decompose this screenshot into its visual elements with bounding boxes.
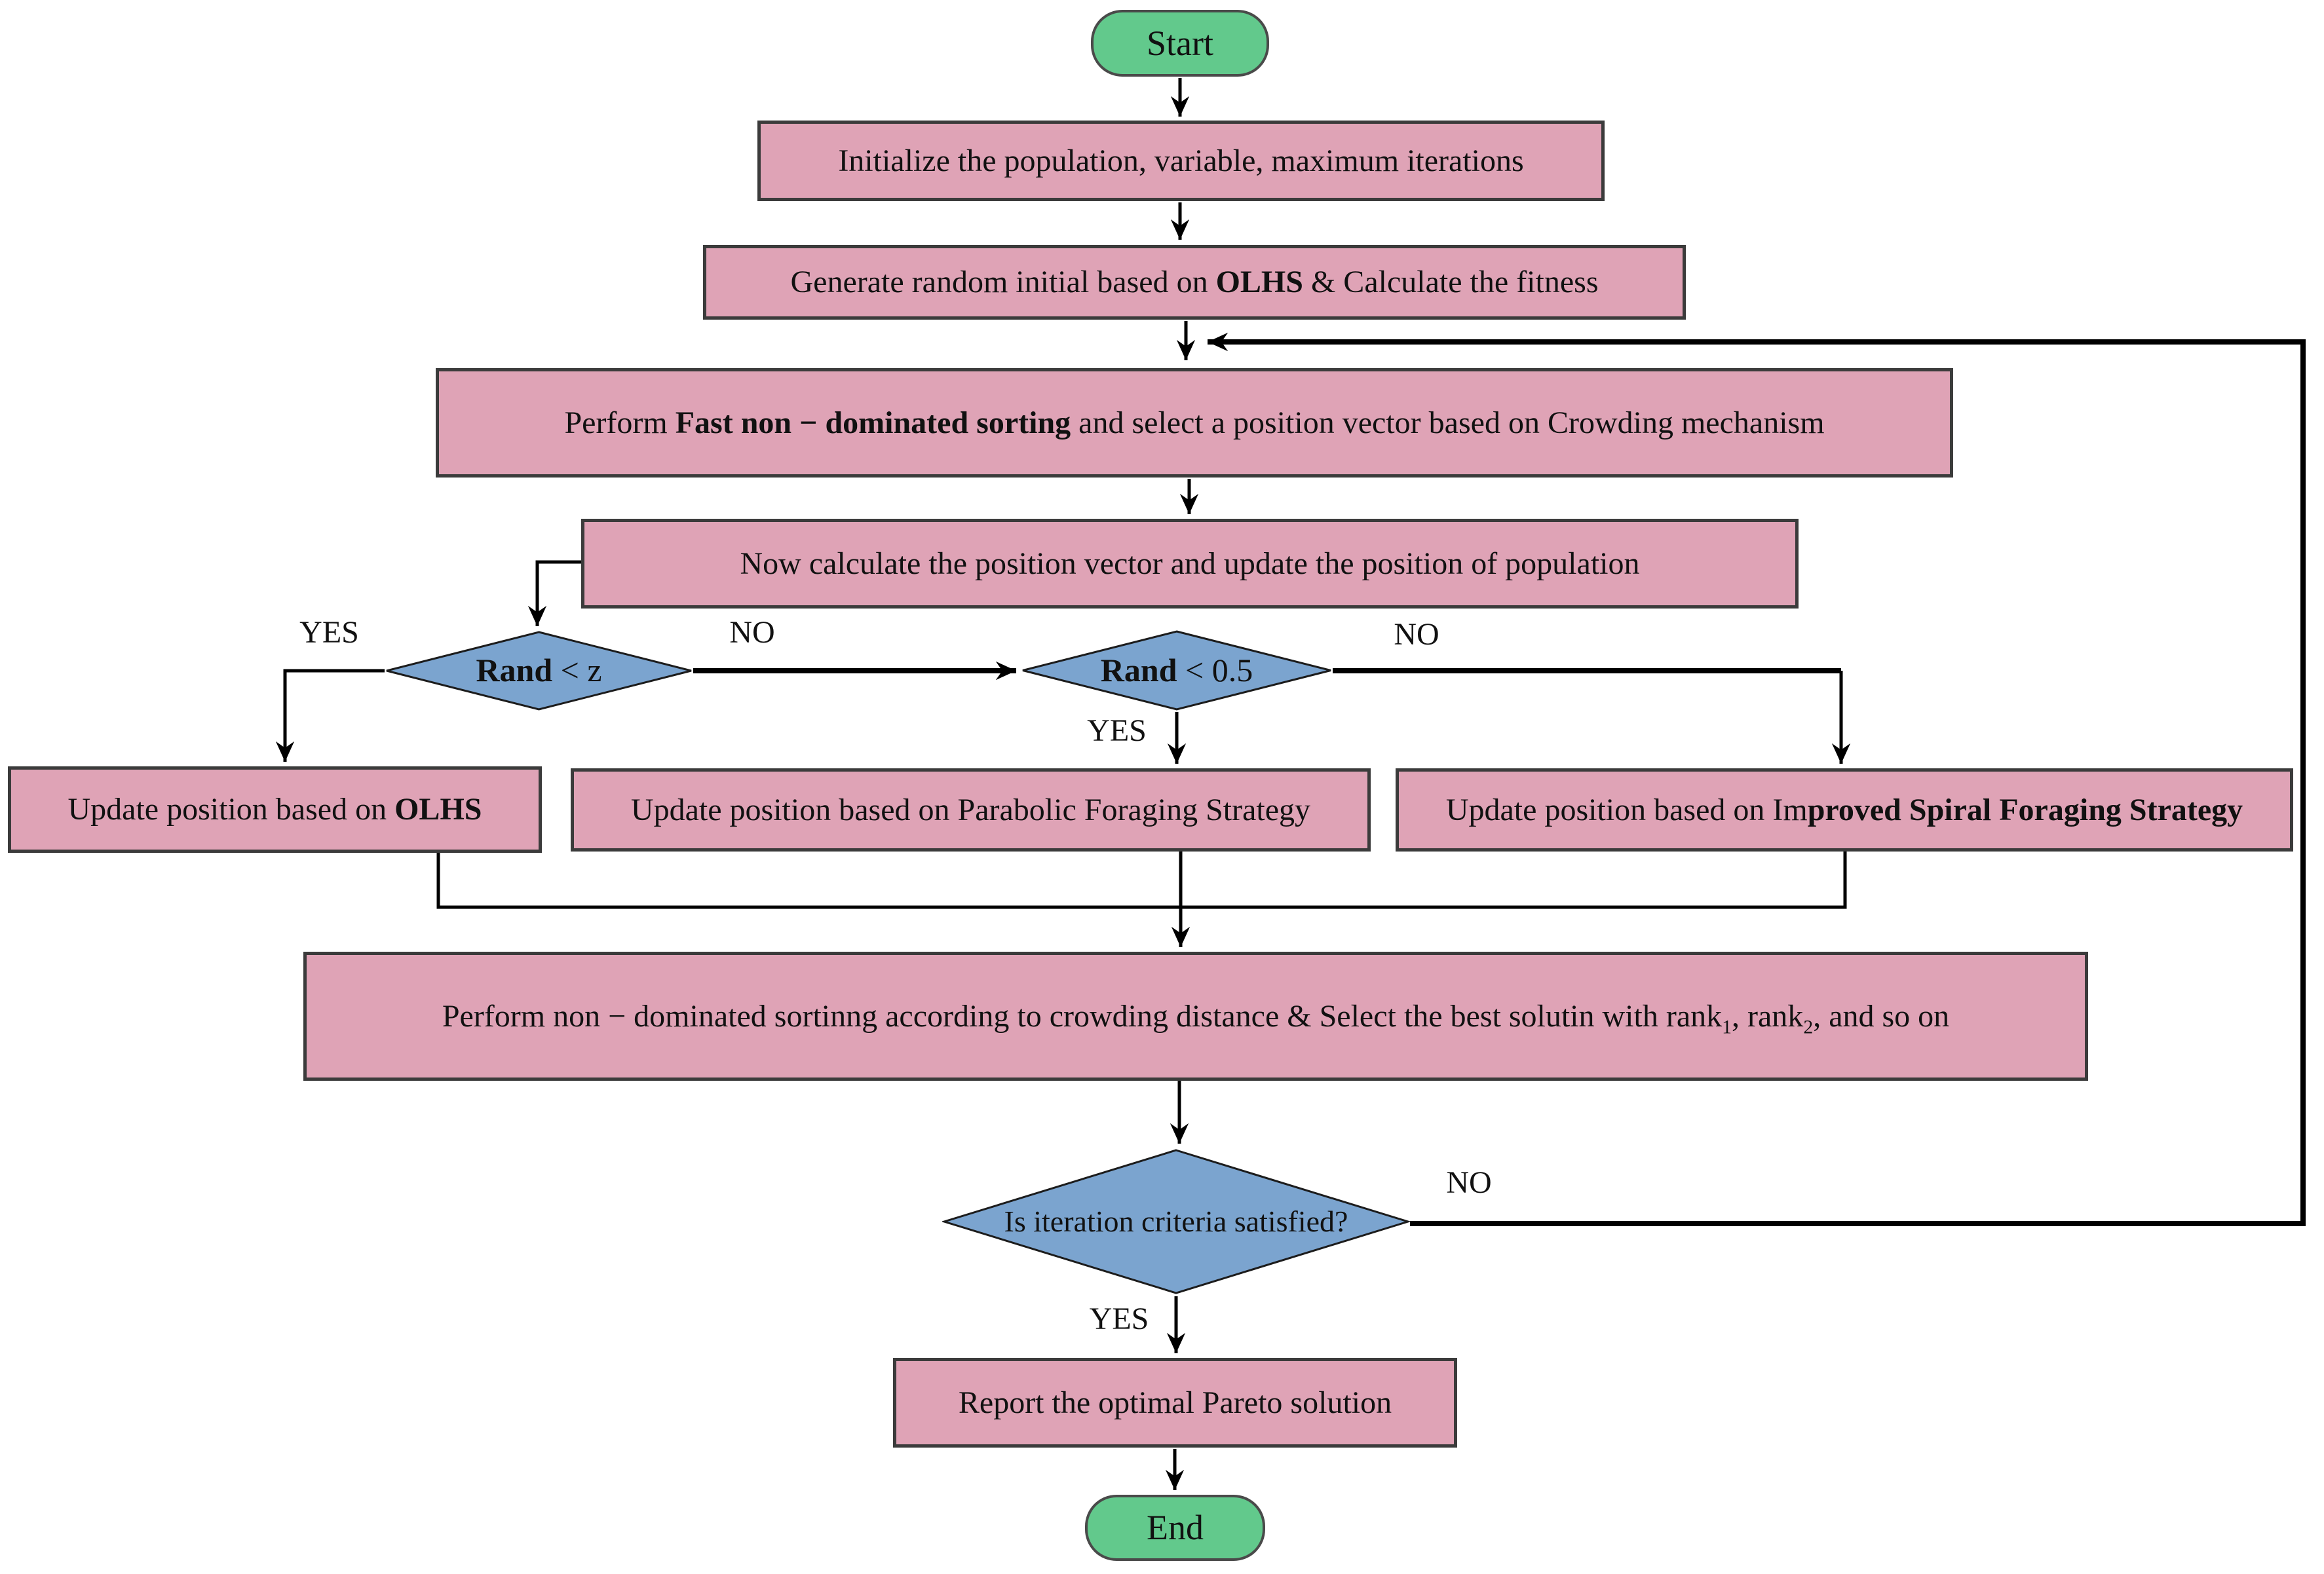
rand-05-yes-label: YES <box>1087 713 1147 748</box>
rand-z-decision: Rand < z <box>385 631 693 711</box>
update-olhs-node: Update position based on OLHS <box>8 766 542 853</box>
generate-node: Generate random initial based on OLHS & … <box>703 245 1686 320</box>
calc-position-label: Now calculate the position vector and up… <box>740 546 1640 581</box>
rand-05-no-label: NO <box>1394 617 1439 652</box>
rand-05-diamond-shape <box>1022 630 1331 711</box>
start-label: Start <box>1147 23 1213 63</box>
end-node: End <box>1085 1495 1265 1561</box>
initialize-node: Initialize the population, variable, max… <box>757 121 1605 201</box>
fast-sort-label: Perform Fast non − dominated sorting and… <box>564 405 1825 440</box>
edge-olhs-merge <box>436 853 1179 909</box>
report-node: Report the optimal Pareto solution <box>893 1358 1457 1448</box>
edge-iteration-no-loop <box>1208 332 2306 1226</box>
fast-sort-node: Perform Fast non − dominated sorting and… <box>436 368 1953 478</box>
start-node: Start <box>1091 10 1269 77</box>
iteration-yes-label: YES <box>1089 1302 1149 1336</box>
rand-05-decision: Rand < 0.5 <box>1021 630 1333 711</box>
update-olhs-label: Update position based on OLHS <box>67 792 482 827</box>
rand-05-label: Rand < 0.5 <box>1100 651 1253 688</box>
non-dominated-node: Perform non − dominated sortinng accordi… <box>303 952 2088 1081</box>
update-spiral-node: Update position based on Improved Spiral… <box>1396 768 2293 852</box>
end-label: End <box>1147 1508 1204 1548</box>
non-dominated-label: Perform non − dominated sortinng accordi… <box>442 998 1950 1038</box>
report-label: Report the optimal Pareto solution <box>958 1385 1392 1420</box>
iteration-check-decision: Is iteration criteria satisfied? <box>942 1148 1410 1295</box>
rand-z-no-label: NO <box>729 615 775 650</box>
rand-z-label: Rand < z <box>476 652 602 689</box>
edge-calcposition-randz <box>527 560 582 626</box>
initialize-label: Initialize the population, variable, max… <box>838 143 1524 178</box>
edge-spiral-merge <box>1182 852 1847 909</box>
update-spiral-label: Update position based on Improved Spiral… <box>1445 792 2243 827</box>
rand-z-diamond-shape <box>386 631 692 711</box>
edge-randz-yes <box>275 669 385 762</box>
iteration-diamond-shape <box>942 1149 1410 1294</box>
iteration-check-label: Is iteration criteria satisfied? <box>1004 1204 1348 1238</box>
update-parabolic-node: Update position based on Parabolic Forag… <box>571 768 1371 852</box>
calc-position-node: Now calculate the position vector and up… <box>581 519 1799 609</box>
update-parabolic-label: Update position based on Parabolic Forag… <box>630 792 1311 827</box>
iteration-no-label: NO <box>1446 1165 1492 1200</box>
generate-label: Generate random initial based on OLHS & … <box>790 265 1599 300</box>
rand-z-yes-label: YES <box>299 615 359 650</box>
